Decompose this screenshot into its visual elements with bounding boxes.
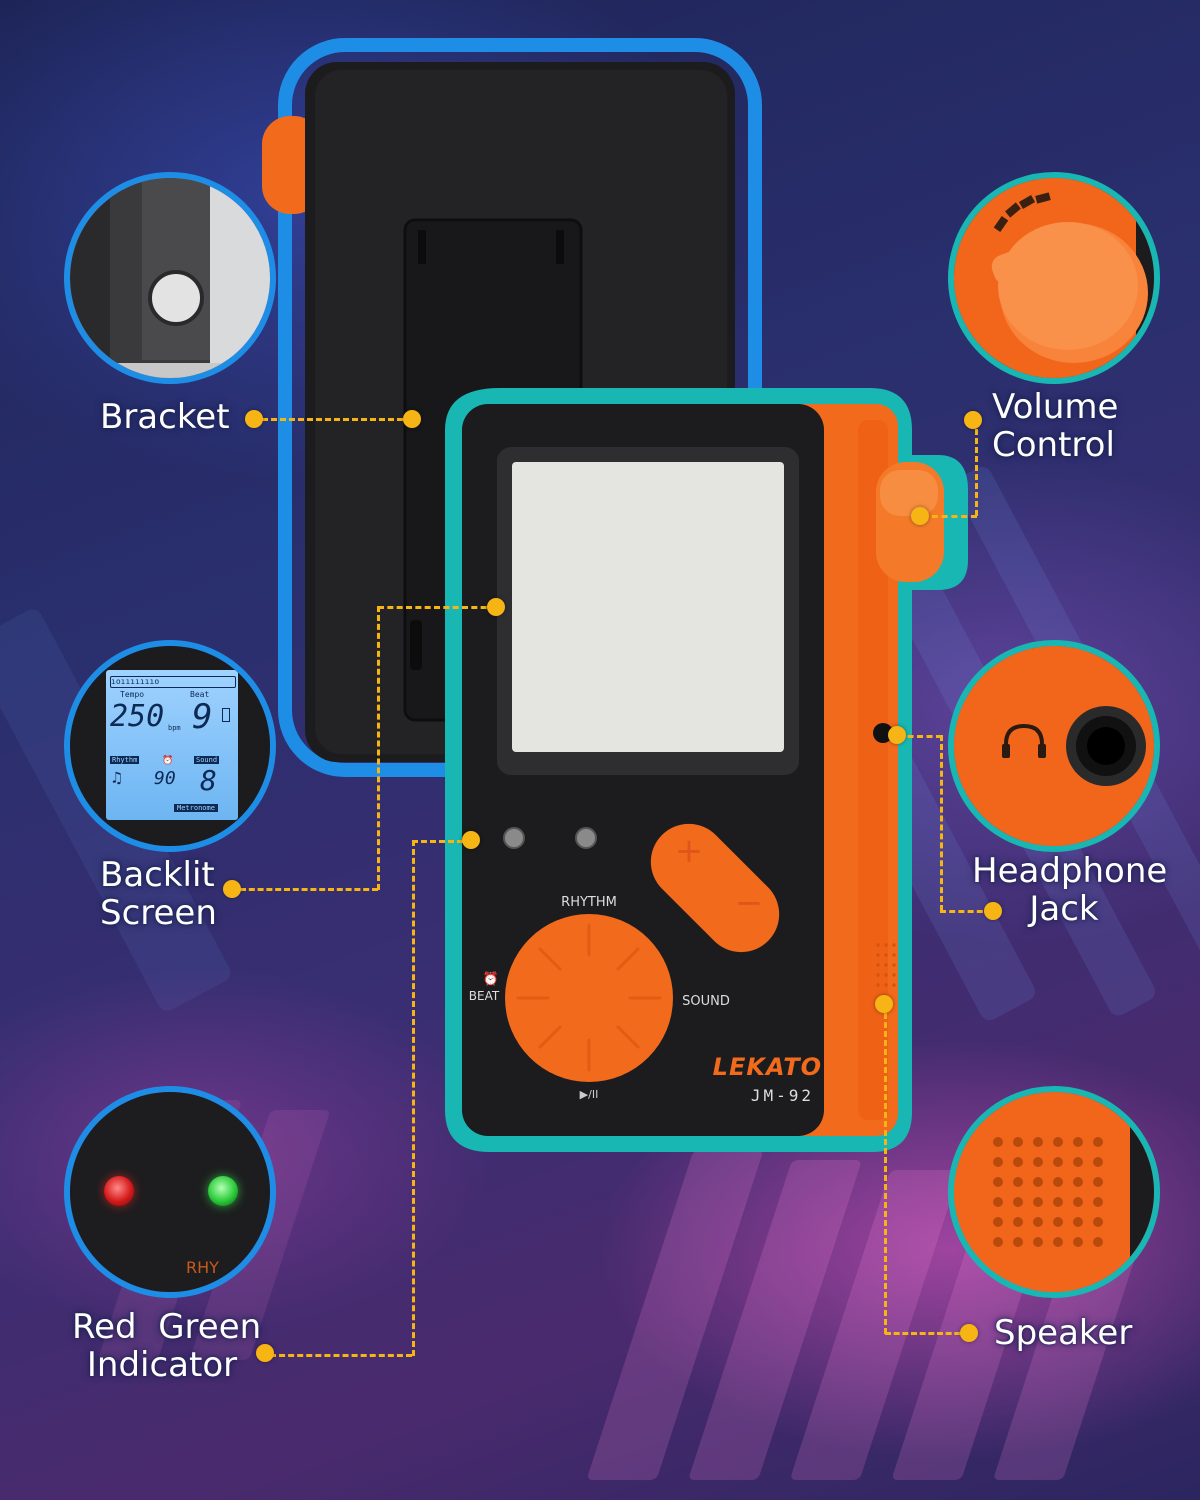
lcd-sound-value: 8: [200, 764, 217, 797]
volume-callout-dot: [964, 411, 982, 429]
headphone-target-dot: [888, 726, 906, 744]
lcd-rhythm-label: Rhythm: [110, 756, 140, 764]
speaker-zoom-image: [954, 1092, 1154, 1292]
indicator-callout-line: [270, 1354, 412, 1357]
speaker-callout-line-h: [885, 1332, 969, 1335]
lcd-beat-bar: ıoıııııııo: [110, 676, 236, 688]
bracket-zoom-circle: [64, 172, 276, 384]
backlit-callout-line: [240, 888, 378, 891]
lcd-battery-icon: [222, 708, 230, 722]
headphone-label-line1: Headphone: [972, 851, 1168, 891]
volume-callout-line-h: [922, 515, 977, 518]
red-led-zoom: [104, 1176, 134, 1206]
beat-label: BEAT: [468, 989, 500, 1003]
lcd-note-icon: ♫: [112, 768, 122, 787]
headphone-zoom-image: [954, 646, 1154, 846]
rhythm-button[interactable]: [560, 918, 620, 958]
headphone-callout-line-v: [940, 735, 943, 911]
indicator-label-line2: Indicator: [86, 1345, 238, 1385]
bracket-callout-dot: [245, 410, 263, 428]
lcd-beat-value: 9: [192, 697, 213, 737]
bracket-zoom-image: [70, 178, 270, 378]
headphone-callout-dot: [984, 902, 1002, 920]
speaker-label: Speaker: [994, 1313, 1133, 1353]
lcd-mode-label: Metronome: [174, 804, 218, 812]
alarm-icon: ⏰: [482, 972, 500, 987]
play-pause-button[interactable]: [560, 1038, 620, 1078]
bracket-label: Bracket: [100, 397, 230, 437]
backlit-screen-label: Backlit Screen: [100, 856, 217, 932]
headphone-jack-label: Headphone Jack: [972, 851, 1168, 929]
beat-button[interactable]: [508, 970, 552, 1026]
model-number: JM-92: [750, 1086, 814, 1105]
indicator-callout-dot: [256, 1344, 274, 1362]
green-led-zoom: [208, 1176, 238, 1206]
volume-control-label: Volume Control: [992, 388, 1118, 464]
speaker-callout-line-v: [884, 1004, 887, 1334]
backlit-label-line1: Backlit: [100, 855, 215, 895]
backlit-callout-line-v: [377, 606, 380, 890]
headphone-label-line2: Jack: [1029, 889, 1099, 929]
backlit-callout-dot: [223, 880, 241, 898]
speaker-zoom-circle: [948, 1086, 1160, 1298]
volume-target-dot: [911, 507, 929, 525]
backlit-target-dot: [487, 598, 505, 616]
sound-label: SOUND: [682, 994, 730, 1009]
rhythm-label: RHYTHM: [561, 895, 617, 910]
lcd-sound-label: Sound: [194, 756, 220, 764]
lcd-timer-value: 90: [154, 768, 176, 789]
backlit-callout-line-h2: [378, 606, 496, 609]
lcd-tempo-value: 250: [110, 699, 165, 734]
speaker-target-dot: [875, 995, 893, 1013]
minus-button[interactable]: −: [734, 883, 764, 923]
bracket-target-dot: [403, 410, 421, 428]
plus-button[interactable]: +: [674, 831, 704, 871]
lcd-beat-label: Beat: [190, 690, 210, 699]
lcd-timer-icon: ⏰: [162, 756, 174, 766]
indicator-label-line1: Red Green: [72, 1307, 262, 1347]
backlit-label-line2: Screen: [100, 893, 217, 933]
volume-callout-line-v: [975, 420, 978, 516]
lcd-bpm-unit: bpm: [168, 724, 181, 732]
indicator-zoom-rhythm-text: RHY: [186, 1258, 219, 1277]
headphone-zoom-circle: [948, 640, 1160, 852]
headphone-callout-line-h: [898, 735, 942, 738]
volume-label-line2: Control: [992, 425, 1115, 465]
volume-label-line1: Volume: [992, 387, 1119, 427]
volume-zoom-image: [954, 178, 1154, 378]
backlit-screen-zoom-circle: ıoıııııııo Tempo Beat 250 bpm 9 Rhythm ♫…: [64, 640, 276, 852]
brand-logo: LEKATO: [712, 1053, 822, 1081]
indicator-target-dot: [462, 831, 480, 849]
speaker-callout-dot: [960, 1324, 978, 1342]
play-pause-label: ▶/II: [579, 1088, 599, 1101]
indicator-callout-line-v: [412, 840, 415, 1356]
volume-knob[interactable]: [876, 462, 944, 582]
indicator-zoom-circle: RHY: [64, 1086, 276, 1298]
lcd-tempo-label: Tempo: [120, 690, 145, 699]
indicator-label: Red Green Indicator: [72, 1307, 262, 1385]
red-led: [504, 828, 524, 848]
lcd-display: ıoıııııııo Tempo Beat 250 bpm 9 Rhythm ♫…: [106, 670, 238, 820]
indicator-callout-line-h2: [412, 840, 472, 843]
headphone-callout-line-h2: [940, 910, 992, 913]
sound-button[interactable]: [628, 970, 672, 1026]
bracket-callout-line: [262, 418, 412, 421]
green-led: [576, 828, 596, 848]
volume-zoom-circle: [948, 172, 1160, 384]
